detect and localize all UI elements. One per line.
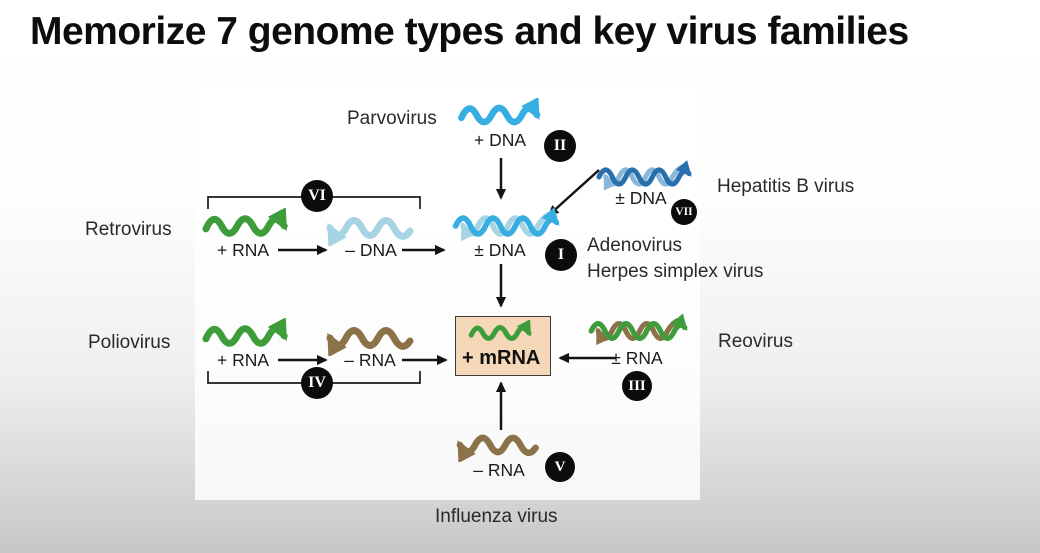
parvovirus-plus-dna-squiggle-icon <box>458 98 541 126</box>
polio-plus-rna-label: + RNA <box>216 350 270 370</box>
double-stranded-dna-squiggle-icon <box>452 207 560 242</box>
page-title: Memorize 7 genome types and key virus fa… <box>30 10 909 53</box>
mrna-label: + mRNA <box>462 347 541 369</box>
polio-minus-rna-label: – RNA <box>344 350 396 370</box>
influenza-label: Influenza virus <box>435 506 558 527</box>
dsdna-virus-labels: Adenovirus Herpes simplex virus <box>587 233 763 285</box>
poliovirus-label: Poliovirus <box>88 332 171 353</box>
reovirus-ds-rna-squiggle-icon <box>588 313 688 346</box>
parvo-genome-label: + DNA <box>473 130 527 150</box>
mrna-node-box: + mRNA <box>455 316 551 376</box>
influenza-minus-rna-squiggle-icon <box>456 434 539 462</box>
class-vii-badge: VII <box>671 199 697 225</box>
hepb-genome-label: ± DNA <box>615 188 667 208</box>
adenovirus-label: Adenovirus <box>587 235 683 256</box>
parvovirus-label: Parvovirus <box>347 108 437 129</box>
retro-minus-dna-label: – DNA <box>345 240 397 260</box>
poliovirus-plus-rna-squiggle-icon <box>202 318 288 347</box>
poliovirus-minus-rna-squiggle-icon <box>326 327 414 356</box>
herpes-simplex-label: Herpes simplex virus <box>587 261 764 282</box>
hepatitis-b-label: Hepatitis B virus <box>717 176 855 197</box>
diagram-panel <box>195 85 700 500</box>
dsdna-genome-label: ± DNA <box>474 240 526 260</box>
retrovirus-minus-dna-squiggle-icon <box>326 217 414 246</box>
class-i-badge: I <box>545 239 577 271</box>
hepatitis-b-partial-ds-dna-squiggle-icon <box>596 160 692 191</box>
influenza-genome-label: – RNA <box>473 460 525 480</box>
class-vi-badge: VI <box>301 180 333 212</box>
class-v-badge: V <box>545 452 575 482</box>
retrovirus-label: Retrovirus <box>85 219 172 240</box>
reo-genome-label: ± RNA <box>611 348 663 368</box>
class-ii-badge: II <box>544 130 576 162</box>
class-iii-badge: III <box>622 371 652 401</box>
retro-plus-rna-label: + RNA <box>216 240 270 260</box>
reovirus-label: Reovirus <box>718 331 793 352</box>
class-iv-badge: IV <box>301 367 333 399</box>
retrovirus-plus-rna-squiggle-icon <box>202 208 288 237</box>
mrna-squiggle-icon <box>468 320 532 341</box>
